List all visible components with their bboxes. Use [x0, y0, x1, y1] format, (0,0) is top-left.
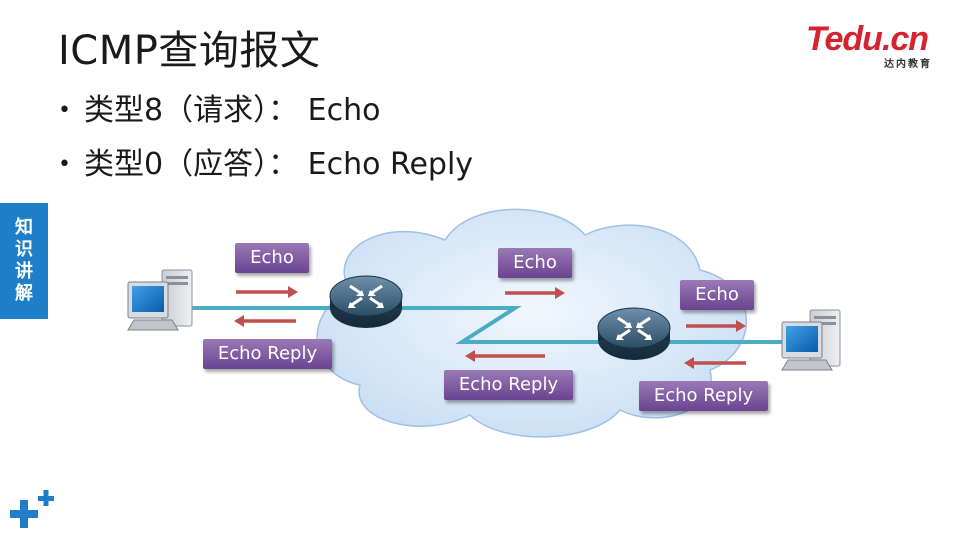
side-tab-char: 识 [15, 239, 33, 260]
page-title: ICMP查询报文 [58, 28, 321, 74]
bullet-type0: • 类型0（应答）： Echo Reply [58, 142, 473, 196]
side-tab-char: 知 [15, 217, 33, 238]
logo-subtitle: 达内教育 [884, 59, 932, 70]
arrow-left-icon [684, 357, 746, 369]
bullet-text: 类型8（请求）： Echo [84, 93, 381, 128]
plus-plus-icon [10, 490, 54, 528]
logo-brand: Tedu.cn [806, 20, 929, 58]
bullet-dot-icon: • [58, 152, 71, 177]
arrow-left-icon [465, 350, 545, 362]
computer-right-icon [781, 309, 841, 371]
label-echo-reply-left: Echo Reply [203, 339, 332, 369]
router-right-icon [597, 307, 671, 360]
label-echo-right: Echo [680, 280, 754, 310]
network-cloud [316, 208, 747, 438]
side-tab-char: 解 [15, 283, 33, 304]
computer-left-icon [127, 269, 193, 331]
network-links [190, 306, 782, 344]
label-echo-reply-right: Echo Reply [639, 381, 768, 411]
arrow-right-icon [505, 287, 565, 299]
arrow-right-icon [686, 320, 746, 332]
label-echo-middle: Echo [498, 248, 572, 278]
knowledge-side-tab: 知 识 讲 解 [0, 203, 48, 319]
bullet-dot-icon: • [58, 98, 71, 123]
tedu-logo: Tedu.cn 达内教育 [806, 20, 936, 70]
arrow-right-icon [236, 286, 298, 298]
bullet-text: 类型0（应答）： Echo Reply [84, 147, 474, 182]
bullet-type8: • 类型8（请求）： Echo [58, 88, 473, 142]
arrows [234, 286, 746, 369]
router-left-icon [329, 275, 403, 328]
bullet-list: • 类型8（请求）： Echo • 类型0（应答）： Echo Reply [58, 88, 473, 196]
label-echo-left: Echo [235, 243, 309, 273]
arrow-left-icon [234, 315, 296, 327]
side-tab-char: 讲 [15, 261, 33, 282]
label-echo-reply-middle: Echo Reply [444, 370, 573, 400]
